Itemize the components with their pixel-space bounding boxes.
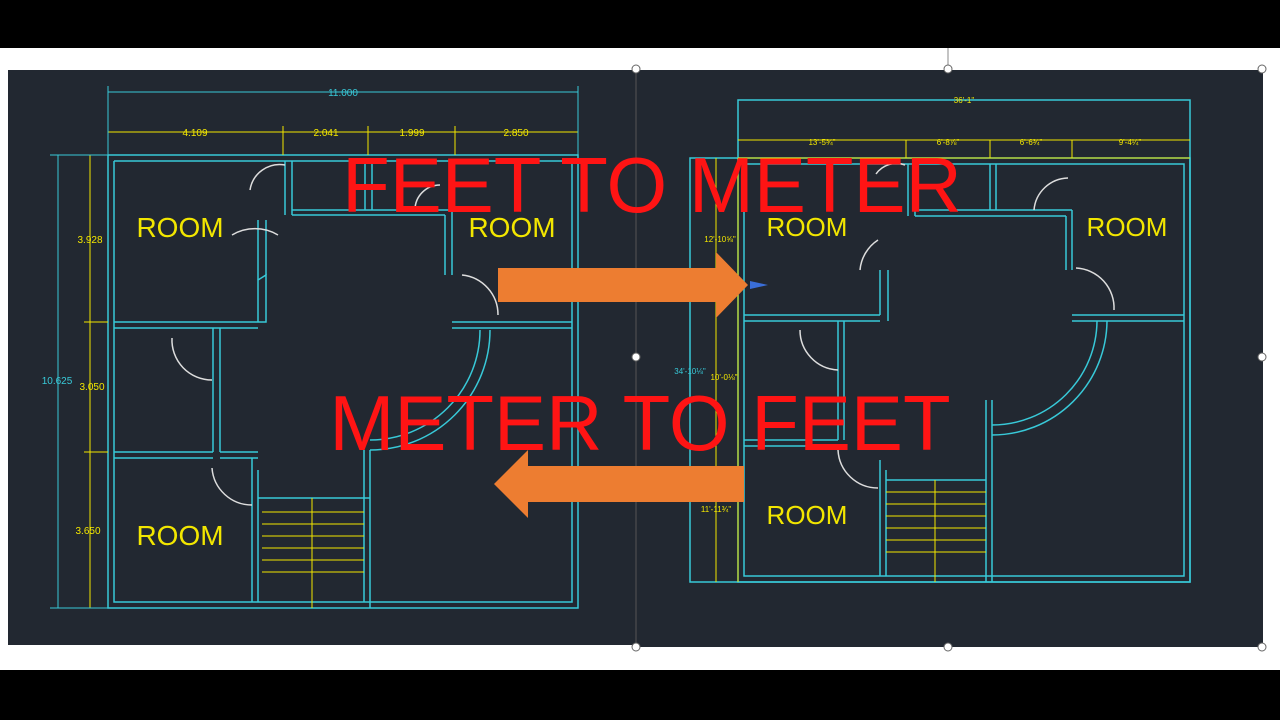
right-dim-h3: 11'-11¾": [701, 505, 731, 514]
right-dim-h2: 10'-0⅛": [710, 373, 737, 382]
left-floor-plan: [107, 154, 579, 609]
right-cad-image[interactable]: [636, 70, 1263, 647]
arrow-right-icon: [498, 252, 748, 318]
left-dim-h2: 3.050: [79, 382, 104, 393]
left-overall-height: 10.625: [42, 376, 73, 387]
selection-handles[interactable]: [631, 64, 1267, 652]
right-dim-seg4: 9'-4¼": [1119, 138, 1142, 147]
right-room-label-2: ROOM: [1087, 212, 1168, 242]
left-cad-image[interactable]: [8, 70, 636, 645]
right-dim-seg3: 6'-6¾": [1020, 138, 1043, 147]
left-room-label-2: ROOM: [468, 212, 555, 243]
blue-pointer-arrow-icon: [750, 281, 768, 289]
left-dim-h3: 3.650: [75, 526, 100, 537]
left-dim-h1: 3.928: [77, 235, 102, 246]
title-feet-to-meter: FEET TO METER: [342, 141, 962, 229]
right-dimensions: [715, 139, 1190, 582]
title-meter-to-feet: METER TO FEET: [329, 379, 950, 467]
left-dim-seg1: 4.109: [182, 128, 207, 139]
right-floor-plan: [689, 99, 1191, 583]
arrow-left-icon: [494, 450, 744, 518]
right-room-label-3: ROOM: [767, 500, 848, 530]
left-dim-seg2: 2.041: [313, 128, 338, 139]
left-room-label-3: ROOM: [136, 520, 223, 551]
right-room-label-1: ROOM: [767, 212, 848, 242]
right-stairs: [886, 480, 986, 582]
left-room-label-1: ROOM: [136, 212, 223, 243]
right-dim-seg2: 6'-8⅞": [937, 138, 960, 147]
left-overall-width: 11.000: [328, 88, 358, 99]
left-stairs: [262, 498, 364, 608]
right-overall-width: 36'-1": [954, 96, 975, 105]
right-dim-h1: 12'-10⅝": [704, 235, 736, 244]
left-dim-seg3: 1.999: [399, 128, 424, 139]
left-dim-seg4: 2.850: [503, 128, 528, 139]
right-dim-seg1: 13'-5¾": [808, 138, 835, 147]
right-dim-h-total: 34'-10⅛": [674, 367, 706, 376]
